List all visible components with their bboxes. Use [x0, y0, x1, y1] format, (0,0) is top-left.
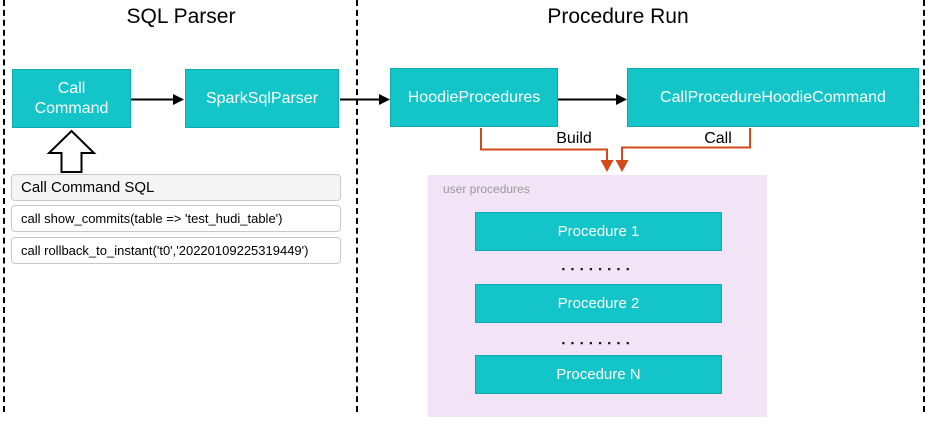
sql-panel-row-show-commits: call show_commits(table => 'test_hudi_ta…: [11, 205, 341, 232]
sql-panel-row-rollback: call rollback_to_instant('t0','202201092…: [11, 237, 341, 264]
dashed-border-middle: [356, 0, 358, 412]
section-title-procedure-run: Procedure Run: [547, 5, 689, 28]
sql-panel-header: Call Command SQL: [11, 174, 341, 201]
edge-label-build: Build: [556, 130, 592, 147]
hollow-up-arrow: [46, 129, 97, 173]
node-procedure-n: Procedure N: [475, 355, 722, 394]
node-procedure-2: Procedure 2: [475, 284, 722, 323]
user-procedures-container: user procedures Procedure 1 ▪▪▪▪▪▪▪▪ Pro…: [428, 175, 767, 417]
section-title-sql-parser: SQL Parser: [126, 5, 236, 28]
ellipsis-row-1: ▪▪▪▪▪▪▪▪: [561, 264, 636, 274]
ellipsis-row-2: ▪▪▪▪▪▪▪▪: [561, 338, 636, 348]
arrow-hoodieprocedures-to-callprocedure: [558, 94, 627, 105]
arrow-sparksqlparser-to-hoodieprocedures: [340, 94, 390, 105]
node-hoodie-procedures: HoodieProcedures: [390, 68, 558, 127]
user-procedures-label: user procedures: [443, 182, 530, 196]
node-procedure-1: Procedure 1: [475, 212, 722, 251]
edge-label-call: Call: [704, 130, 732, 147]
arrow-callcommand-to-sparksqlparser: [131, 94, 184, 105]
dashed-border-right: [923, 0, 925, 412]
node-spark-sql-parser: SparkSqlParser: [185, 69, 339, 128]
node-call-command: Call Command: [12, 69, 131, 128]
node-call-procedure-hoodie-command: CallProcedureHoodieCommand: [627, 68, 919, 127]
dashed-border-left: [3, 0, 5, 412]
